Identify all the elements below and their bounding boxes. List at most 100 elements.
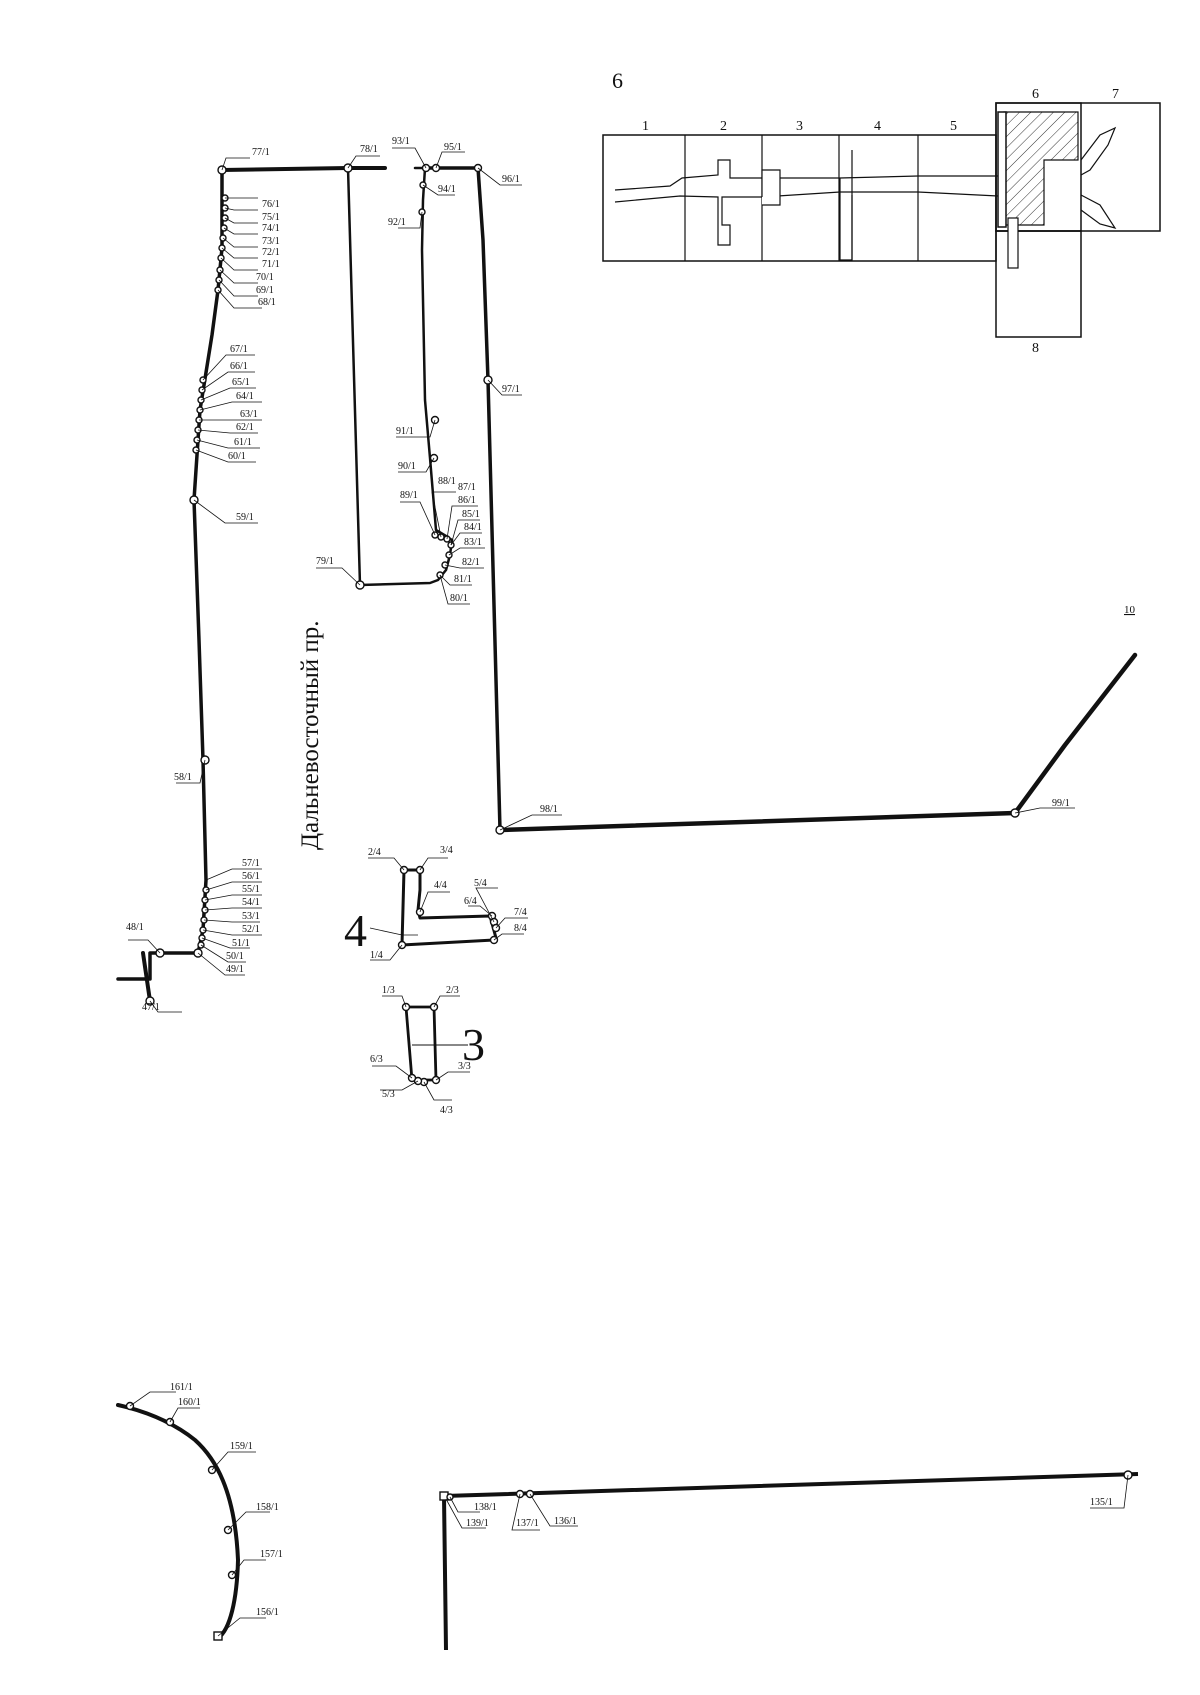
point-label: 61/1 [234, 437, 252, 448]
route-1-nodes [145, 163, 1020, 1006]
route-10-number: 10 [1124, 604, 1136, 616]
point-label: 136/1 [554, 1516, 577, 1527]
point-label: 99/1 [1052, 798, 1070, 809]
point-label: 95/1 [444, 142, 462, 153]
point-label: 51/1 [232, 938, 250, 949]
point-label: 92/1 [388, 217, 406, 228]
point-label: 80/1 [450, 593, 468, 604]
route-4-number: 4 [344, 905, 367, 956]
point-label: 89/1 [400, 490, 418, 501]
point-label: 4/3 [440, 1105, 453, 1116]
point-label: 62/1 [236, 422, 254, 433]
route-1-leaders [128, 147, 1075, 1013]
inset-title: 6 [612, 68, 623, 93]
point-label: 60/1 [228, 451, 246, 462]
point-label: 96/1 [502, 174, 520, 185]
point-label: 83/1 [464, 537, 482, 548]
route-4: 1/4 2/4 3/4 4/4 5/4 6/4 7/4 8/4 4 [344, 845, 528, 961]
point-label: 135/1 [1090, 1497, 1113, 1508]
point-label: 53/1 [242, 911, 260, 922]
point-label: 82/1 [462, 557, 480, 568]
point-label: 2/3 [446, 985, 459, 996]
point-label: 68/1 [258, 297, 276, 308]
point-label: 74/1 [262, 223, 280, 234]
point-label: 98/1 [540, 804, 558, 815]
point-label: 85/1 [462, 509, 480, 520]
point-label: 161/1 [170, 1382, 193, 1393]
point-label: 3/4 [440, 845, 453, 856]
inset-section-label: 1 [642, 119, 649, 134]
bottom-right-run: 138/1 139/1 137/1 136/1 135/1 [439, 1470, 1139, 1651]
point-label: 49/1 [226, 964, 244, 975]
point-label: 54/1 [242, 897, 260, 908]
route-1-top-run [220, 166, 387, 172]
inset-pipe-outline [614, 159, 998, 191]
point-label: 70/1 [256, 272, 274, 283]
point-label: 73/1 [262, 236, 280, 247]
point-label: 138/1 [474, 1502, 497, 1513]
inset-section-label: 7 [1112, 87, 1119, 102]
route-3: 1/3 2/3 3/3 4/3 5/3 6/3 3 [370, 985, 485, 1116]
point-label: 86/1 [458, 495, 476, 506]
point-label: 84/1 [464, 522, 482, 533]
point-label: 48/1 [126, 922, 144, 933]
inset-section-label: 6 [1032, 87, 1039, 102]
point-label: 66/1 [230, 361, 248, 372]
inset-section-label: 4 [874, 119, 881, 134]
point-label: 91/1 [396, 426, 414, 437]
point-label: 93/1 [392, 136, 410, 147]
point-label: 72/1 [262, 247, 280, 258]
point-label: 71/1 [262, 259, 280, 270]
route-3-number: 3 [462, 1019, 485, 1070]
point-label: 139/1 [466, 1518, 489, 1529]
point-label: 64/1 [236, 391, 254, 402]
point-label: 63/1 [240, 409, 258, 420]
point-label: 77/1 [252, 147, 270, 158]
point-label: 75/1 [262, 212, 280, 223]
point-label: 58/1 [174, 772, 192, 783]
point-label: 52/1 [242, 924, 260, 935]
point-label: 56/1 [242, 871, 260, 882]
route-1-labels: 47/1 48/1 49/1 50/1 51/1 52/1 53/1 54/1 … [126, 136, 1070, 1013]
inset-section-label: 5 [950, 119, 957, 134]
point-label: 1/3 [382, 985, 395, 996]
inset-section-label: 3 [796, 119, 803, 134]
point-label: 88/1 [438, 476, 456, 487]
point-label: 59/1 [236, 512, 254, 523]
point-label: 78/1 [360, 144, 378, 155]
point-label: 81/1 [454, 574, 472, 585]
point-label: 94/1 [438, 184, 456, 195]
point-label: 5/4 [474, 878, 487, 889]
point-label: 6/4 [464, 896, 477, 907]
point-label: 158/1 [256, 1502, 279, 1513]
inset-section-label: 8 [1032, 341, 1039, 356]
point-label: 79/1 [316, 556, 334, 567]
route-1-west-run [116, 168, 224, 981]
point-label: 97/1 [502, 384, 520, 395]
point-label: 6/3 [370, 1054, 383, 1065]
point-label: 69/1 [256, 285, 274, 296]
point-label: 76/1 [262, 199, 280, 210]
point-label: 157/1 [260, 1549, 283, 1560]
point-label: 55/1 [242, 884, 260, 895]
point-label: 8/4 [514, 923, 527, 934]
point-label: 3/3 [458, 1061, 471, 1072]
point-label: 156/1 [256, 1607, 279, 1618]
inset-block-6 [995, 102, 1082, 232]
point-label: 160/1 [178, 1397, 201, 1408]
point-label: 2/4 [368, 847, 381, 858]
point-label: 47/1 [142, 1002, 160, 1013]
bottom-left-arc: 161/1 160/1 159/1 158/1 157/1 156/1 [116, 1382, 283, 1641]
point-label: 1/4 [370, 950, 383, 961]
point-label: 87/1 [458, 482, 476, 493]
street-name: Дальневосточный пр. [297, 620, 324, 850]
point-label: 57/1 [242, 858, 260, 869]
point-label: 137/1 [516, 1518, 539, 1529]
point-label: 90/1 [398, 461, 416, 472]
inset-hatched-area [1003, 111, 1079, 226]
point-label: 7/4 [514, 907, 527, 918]
point-label: 67/1 [230, 344, 248, 355]
point-label: 5/3 [382, 1089, 395, 1100]
point-label: 65/1 [232, 377, 250, 388]
